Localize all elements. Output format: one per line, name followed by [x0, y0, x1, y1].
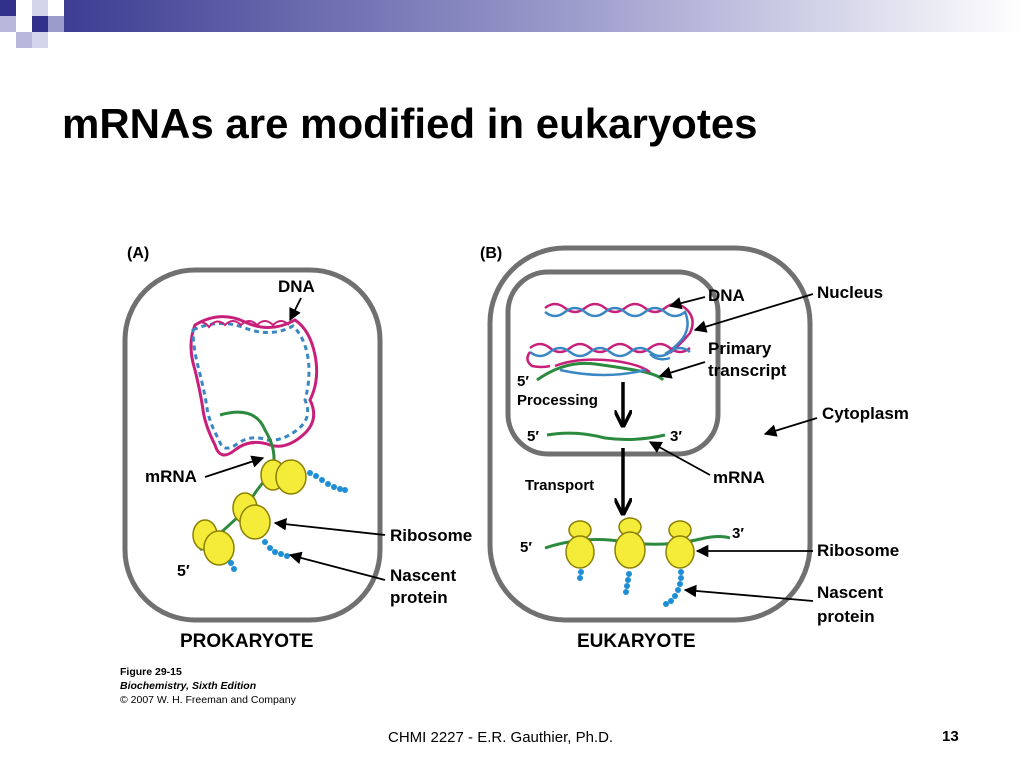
figure-credit: Figure 29-15 Biochemistry, Sixth Edition…	[120, 666, 297, 706]
prokaryote-dna-label: DNA	[278, 277, 315, 296]
eukaryote-ribosome-label: Ribosome	[817, 541, 899, 560]
panel-b: (B) 5′ Processing 5′ 3′ Transport 5′ 3′	[480, 245, 909, 652]
header-gradient-bar	[0, 0, 1024, 32]
slide-page-number: 13	[942, 728, 959, 745]
prokaryote-ribosome-2	[232, 492, 271, 540]
eukaryote-dna-arrow	[668, 296, 706, 310]
eukaryote-caption: EUKARYOTE	[577, 631, 696, 652]
cytoplasm-five-prime: 5′	[520, 539, 532, 556]
primary-label-1: Primary	[708, 339, 772, 358]
prokaryote-nascent-protein	[228, 470, 348, 572]
prokaryote-ribosome-label: Ribosome	[390, 526, 472, 545]
credit-line-1: Figure 29-15	[120, 666, 182, 678]
panel-b-label: (B)	[480, 245, 502, 262]
eukaryote-dna	[526, 302, 694, 369]
credit-line-3: © 2007 W. H. Freeman and Company	[120, 694, 297, 706]
nucleus-arrow	[693, 293, 814, 333]
prokaryote-nascent-arrow	[288, 551, 386, 581]
prokaryote-dna-arrow	[289, 297, 302, 322]
transport-label: Transport	[525, 477, 594, 494]
prokaryote-nascent-label-2: protein	[390, 588, 448, 607]
cytoplasm-label: Cytoplasm	[822, 404, 909, 423]
eukaryote-ribosome-1	[565, 520, 595, 569]
prokaryote-mrna-arrow	[204, 455, 265, 478]
prokaryote-mrna-label: mRNA	[145, 467, 197, 486]
eukaryote-mrna-arrow	[648, 441, 711, 476]
prokaryote-cell	[122, 267, 383, 623]
prokaryote-dna-loop	[189, 315, 319, 457]
nucleus-label: Nucleus	[817, 283, 883, 302]
prokaryote-ribosome-arrow	[273, 517, 386, 536]
primary-transcript-loop	[554, 358, 651, 374]
eukaryote-nascent-label-2: protein	[817, 607, 875, 626]
processing-label: Processing	[517, 392, 598, 409]
eukaryote-nascent-label-1: Nascent	[817, 583, 883, 602]
prokaryote-ribosome-1	[260, 459, 307, 495]
primary-five-prime: 5′	[517, 373, 529, 390]
nucleus-mrna-five-prime: 5′	[527, 428, 539, 445]
eukaryote-cell	[487, 245, 813, 623]
panel-a: (A) DNA mRNA	[122, 245, 472, 652]
nucleus-mrna	[546, 431, 666, 441]
header-decoration	[0, 0, 1024, 48]
primary-transcript-strand	[536, 361, 665, 382]
nucleus-mrna-three-prime: 3′	[670, 428, 682, 445]
eukaryote-mrna-label: mRNA	[713, 468, 765, 487]
primary-arrow	[658, 361, 706, 379]
prokaryote-caption: PROKARYOTE	[180, 631, 313, 652]
eukaryote-nascent-protein	[577, 569, 684, 607]
prokaryote-nascent-label-1: Nascent	[390, 566, 456, 585]
prokaryote-ribosome-3	[192, 519, 235, 566]
credit-line-2: Biochemistry, Sixth Edition	[120, 680, 256, 692]
prokaryote-five-prime: 5′	[177, 563, 190, 580]
eukaryote-ribosome-2	[614, 517, 646, 569]
slide-title: mRNAs are modified in eukaryotes	[62, 100, 758, 147]
slide-footer: CHMI 2227 - E.R. Gauthier, Ph.D.	[388, 729, 614, 746]
eukaryote-dna-label: DNA	[708, 286, 745, 305]
eukaryote-nascent-arrow	[683, 584, 814, 602]
primary-label-2: transcript	[708, 361, 787, 380]
eukaryote-ribosome-3	[665, 520, 695, 569]
eukaryote-nucleus	[505, 269, 721, 457]
primary-transcript-template	[559, 368, 646, 377]
header-squares-icon	[0, 0, 64, 48]
panel-a-label: (A)	[127, 245, 149, 262]
cytoplasm-three-prime: 3′	[732, 525, 744, 542]
transcription-figure: (A) DNA mRNA	[120, 245, 909, 706]
cytoplasm-arrow	[763, 417, 818, 437]
